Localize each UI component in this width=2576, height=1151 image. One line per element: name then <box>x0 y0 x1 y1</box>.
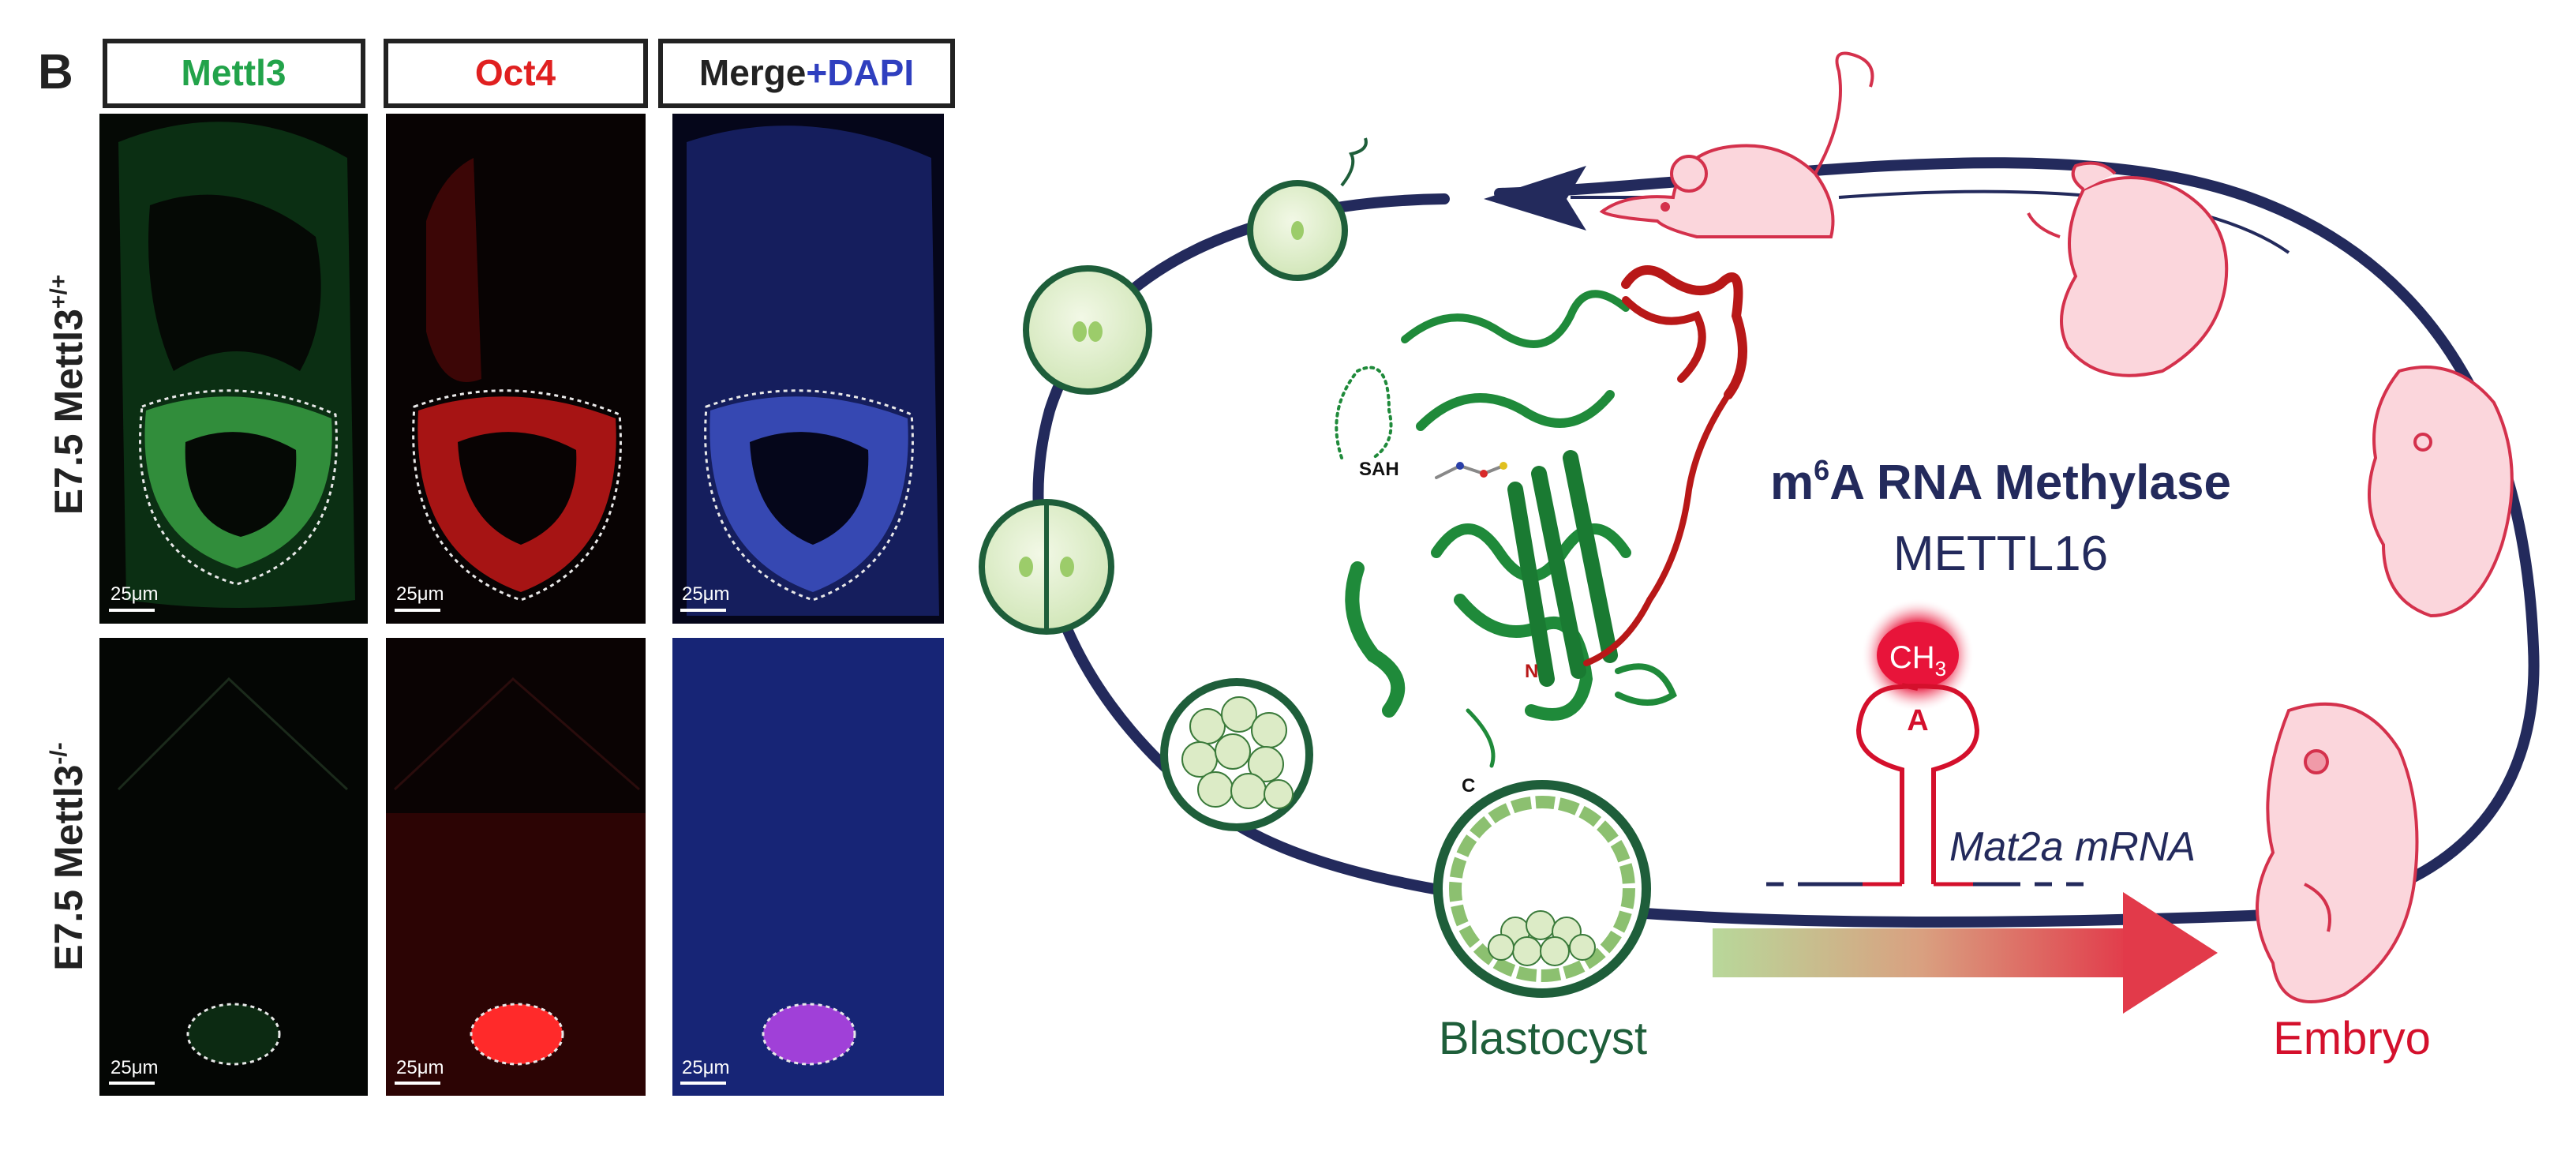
methyl-group-label: CH3 <box>1889 640 1946 680</box>
panel-label: B <box>38 45 73 99</box>
blastocyst-cell <box>1433 780 1651 998</box>
image-merge-knockout: 25μm <box>672 638 944 1096</box>
diagram-subtitle: METTL16 <box>1893 527 2108 581</box>
adenosine-label: A <box>1907 704 1928 737</box>
scale-label: 25μm <box>396 1057 444 1078</box>
column-header-mettl3: Mettl3 <box>103 39 365 108</box>
row-label-knockout: E7.5 Mettl3-/- <box>46 742 91 971</box>
scale-label: 25μm <box>110 1057 159 1078</box>
mrna-stem-loop <box>1855 683 1980 884</box>
adult-mouse-icon <box>1599 51 1874 238</box>
svg-text:Merge+DAPI: Merge+DAPI <box>699 52 914 93</box>
zygote-cell <box>1247 137 1368 281</box>
column-header-merge: Merge+DAPI <box>658 39 955 108</box>
scale-label: 25μm <box>110 583 159 605</box>
scale-label: 25μm <box>682 1057 730 1078</box>
image-oct4-knockout: 25μm <box>386 638 646 1096</box>
c-terminus-label: C <box>1462 775 1475 797</box>
embryo-label: Embryo <box>2273 1013 2431 1064</box>
mettl16-protein-structure <box>1335 265 1747 768</box>
column-label-mettl3: Mettl3 <box>182 52 286 93</box>
development-arrow <box>1713 892 2218 1014</box>
lifecycle-loop <box>1032 157 2540 928</box>
morula-cell <box>1160 678 1313 831</box>
scale-label: 25μm <box>396 583 444 605</box>
image-mettl3-wildtype: 25μm <box>99 114 368 624</box>
image-oct4-wildtype: 25μm <box>386 114 646 624</box>
mrna-label: Mat2a mRNA <box>1949 824 2196 870</box>
column-label-dapi: +DAPI <box>806 52 914 93</box>
pup-mouse-icon <box>2027 161 2229 377</box>
blastocyst-label: Blastocyst <box>1439 1013 1647 1064</box>
scale-label: 25μm <box>682 583 730 605</box>
row-label-wildtype: E7.5 Mettl3+/+ <box>46 275 91 516</box>
column-label-oct4: Oct4 <box>475 52 556 93</box>
image-merge-wildtype: 25μm <box>672 114 944 624</box>
two-cell-embryo <box>979 499 1114 635</box>
diagram-title: m6A RNA Methylase <box>1770 454 2231 510</box>
n-terminus-label: N <box>1525 661 1538 682</box>
column-header-oct4: Oct4 <box>384 39 648 108</box>
column-label-merge: Merge <box>699 52 806 93</box>
embryo-stage-1-icon <box>2368 366 2514 618</box>
oocyte-cell <box>1023 265 1152 395</box>
cycle-arrowhead <box>1484 166 1586 231</box>
image-mettl3-knockout: 25μm <box>99 638 368 1096</box>
sah-label: SAH <box>1359 459 1399 480</box>
embryo-stage-2-icon <box>2256 702 2419 1003</box>
